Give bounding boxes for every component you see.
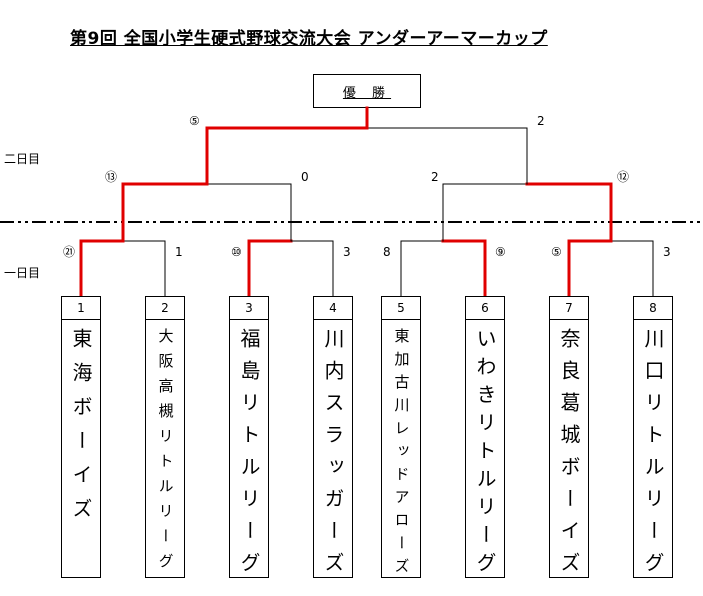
team-number: 2 bbox=[146, 297, 184, 320]
team-number: 6 bbox=[466, 297, 504, 320]
team-box: 5 東加古川レッドアローズ bbox=[381, 296, 421, 581]
team-number: 3 bbox=[230, 297, 268, 320]
round1-score: 3 bbox=[663, 245, 671, 259]
semi-score: 0 bbox=[301, 170, 309, 184]
team-name: 大阪高槻リトルリーグ bbox=[156, 328, 175, 578]
round1-score: ⑨ bbox=[495, 245, 506, 259]
team-name: 川内スラッガーズ bbox=[321, 328, 345, 584]
final-score: ⑤ bbox=[189, 114, 200, 128]
team-name: 奈良葛城ボーイズ bbox=[557, 328, 581, 584]
tournament-title: 第9回 全国小学生硬式野球交流大会 アンダーアーマーカップ bbox=[70, 29, 548, 49]
team-name: いわきリトルリーグ bbox=[473, 328, 497, 580]
team-box: 1 東海ボーイズ bbox=[61, 296, 101, 578]
team-name: 福島リトルリーグ bbox=[237, 328, 261, 584]
team-box: 3 福島リトルリーグ bbox=[229, 296, 269, 584]
day-two-label: 二日目 bbox=[4, 152, 41, 166]
team-name: 東海ボーイズ bbox=[69, 328, 93, 532]
team-box: 8 川口リトルリーグ bbox=[633, 296, 673, 584]
team-name: 東加古川レッドアローズ bbox=[392, 328, 411, 581]
team-box: 2 大阪高槻リトルリーグ bbox=[145, 296, 185, 578]
team-name: 川口リトルリーグ bbox=[641, 328, 665, 584]
round1-score: ㉑ bbox=[63, 245, 76, 259]
final-score: 2 bbox=[537, 114, 545, 128]
champion-label: 優 勝 bbox=[342, 85, 392, 101]
team-number: 4 bbox=[314, 297, 352, 320]
team-box: 6 いわきリトルリーグ bbox=[465, 296, 505, 580]
team-box: 7 奈良葛城ボーイズ bbox=[549, 296, 589, 584]
team-number: 1 bbox=[62, 297, 100, 320]
team-number: 8 bbox=[634, 297, 672, 320]
semi-score: ⑬ bbox=[105, 170, 118, 184]
team-box: 4 川内スラッガーズ bbox=[313, 296, 353, 584]
round1-score: ⑩ bbox=[231, 245, 242, 259]
round1-score: ⑤ bbox=[551, 245, 562, 259]
team-number: 5 bbox=[382, 297, 420, 320]
round1-score: 1 bbox=[175, 245, 183, 259]
semi-score: 2 bbox=[431, 170, 439, 184]
semi-score: ⑫ bbox=[617, 170, 630, 184]
round1-score: 8 bbox=[383, 245, 391, 259]
round1-score: 3 bbox=[343, 245, 351, 259]
day-one-label: 一日目 bbox=[4, 266, 41, 280]
team-number: 7 bbox=[550, 297, 588, 320]
